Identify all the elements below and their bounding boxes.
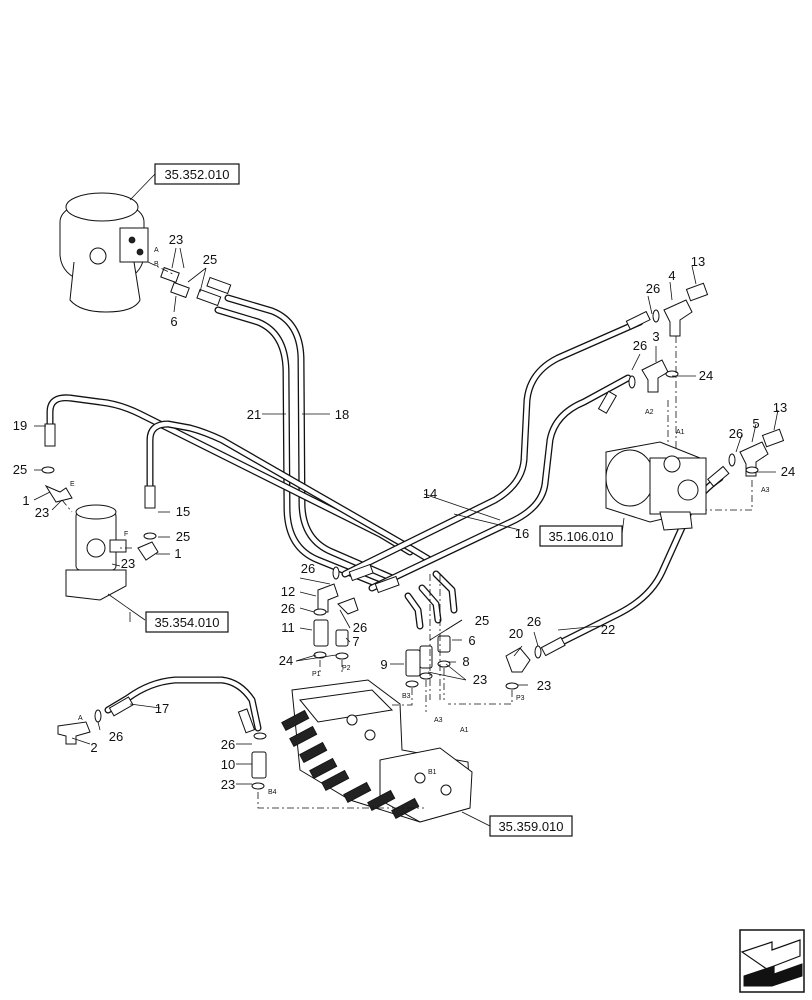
callout-15: 15 xyxy=(176,504,190,519)
port-b4: B4 xyxy=(268,789,277,796)
callout-26: 26 xyxy=(527,614,541,629)
callout-12: 12 xyxy=(281,584,295,599)
port-b1: B1 xyxy=(428,769,437,776)
callout-16: 16 xyxy=(515,526,529,541)
callout-18: 18 xyxy=(335,407,349,422)
reference-box-pump[interactable]: 35.106.010 xyxy=(539,525,623,547)
port-e-swivel: E xyxy=(70,481,75,488)
spool-ends xyxy=(281,709,420,820)
port-b-swing: B xyxy=(154,261,159,268)
callout-26: 26 xyxy=(221,737,235,752)
callout-24: 24 xyxy=(699,368,713,383)
port-p3: P3 xyxy=(516,695,525,702)
callout-25: 25 xyxy=(176,529,190,544)
port-a1-pump: A1 xyxy=(676,429,685,436)
callout-19: 19 xyxy=(13,418,27,433)
callout-24: 24 xyxy=(781,464,795,479)
reference-swing-motor[interactable]: 35.352.010 xyxy=(164,167,229,182)
callout-4: 4 xyxy=(668,268,675,283)
callout-23: 23 xyxy=(537,678,551,693)
callout-1: 1 xyxy=(174,546,181,561)
port-a3-pump: A3 xyxy=(761,487,770,494)
port-a2-pump: A2 xyxy=(645,409,654,416)
callout-numbers: 23 25 6 21 18 19 25 1 23 15 25 1 23 14 1… xyxy=(13,232,795,792)
next-page-arrow-icon[interactable] xyxy=(739,929,805,993)
swivel-joint xyxy=(65,504,127,601)
control-valve xyxy=(281,679,473,823)
reference-swivel[interactable]: 35.354.010 xyxy=(154,615,219,630)
callout-7: 7 xyxy=(352,634,359,649)
callout-22: 22 xyxy=(601,622,615,637)
callout-26: 26 xyxy=(633,338,647,353)
callout-14: 14 xyxy=(423,486,437,501)
callout-13: 13 xyxy=(773,400,787,415)
swing-motor xyxy=(59,192,149,313)
callout-23: 23 xyxy=(35,505,49,520)
port-p2: P2 xyxy=(342,665,351,672)
callout-25: 25 xyxy=(203,252,217,267)
port-a3-valve: A3 xyxy=(434,717,443,724)
callout-25: 25 xyxy=(475,613,489,628)
callout-17: 17 xyxy=(155,701,169,716)
callout-2: 2 xyxy=(90,740,97,755)
hydraulic-pump xyxy=(605,441,707,531)
port-a1-valve: A1 xyxy=(460,727,469,734)
reference-box-swivel[interactable]: 35.354.010 xyxy=(145,611,229,633)
reference-box-swing-motor[interactable]: 35.352.010 xyxy=(154,163,240,185)
callout-26: 26 xyxy=(109,729,123,744)
callout-23: 23 xyxy=(121,556,135,571)
callout-5: 5 xyxy=(752,416,759,431)
hose-crimp-fittings xyxy=(44,276,730,734)
callout-24: 24 xyxy=(279,653,293,668)
callout-26: 26 xyxy=(301,561,315,576)
port-a-tee: A xyxy=(78,715,83,722)
o-ring-seals xyxy=(41,309,759,790)
callout-25: 25 xyxy=(13,462,27,477)
callout-26: 26 xyxy=(646,281,660,296)
connection-lines xyxy=(61,261,753,809)
fittings xyxy=(44,266,785,779)
callout-6: 6 xyxy=(170,314,177,329)
callout-26: 26 xyxy=(729,426,743,441)
port-labels: A B E F A1 A2 A3 P1 P2 P3 B1 B3 B4 A3 A1… xyxy=(70,247,770,796)
callout-9: 9 xyxy=(380,657,387,672)
callout-11: 11 xyxy=(281,620,295,635)
reference-control-valve[interactable]: 35.359.010 xyxy=(498,819,563,834)
callout-3: 3 xyxy=(652,329,659,344)
callout-23: 23 xyxy=(221,777,235,792)
port-b3: B3 xyxy=(402,693,411,700)
callout-26: 26 xyxy=(353,620,367,635)
callout-6: 6 xyxy=(468,633,475,648)
port-a-swing: A xyxy=(154,247,159,254)
callout-26: 26 xyxy=(281,601,295,616)
callout-21: 21 xyxy=(247,407,261,422)
callout-23: 23 xyxy=(169,232,183,247)
callout-10: 10 xyxy=(221,757,235,772)
hoses xyxy=(46,294,724,732)
callout-8: 8 xyxy=(462,654,469,669)
port-p1: P1 xyxy=(312,671,321,678)
port-f-swivel: F xyxy=(124,531,128,538)
leader-lines xyxy=(33,247,779,827)
reference-pump[interactable]: 35.106.010 xyxy=(548,529,613,544)
callout-13: 13 xyxy=(691,254,705,269)
callout-1: 1 xyxy=(22,493,29,508)
callout-23: 23 xyxy=(473,672,487,687)
callout-20: 20 xyxy=(509,626,523,641)
reference-box-control-valve[interactable]: 35.359.010 xyxy=(489,815,573,837)
